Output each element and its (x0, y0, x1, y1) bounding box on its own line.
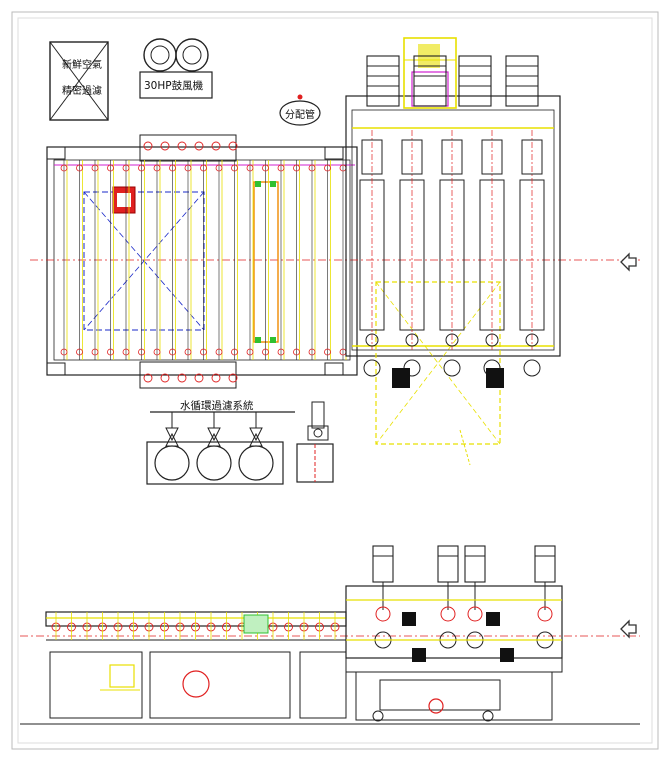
water-system-label: 水循環過濾系統 (180, 400, 254, 412)
plan-view-machine-head (345, 37, 561, 466)
blower-label: 30HP鼓風機 (144, 80, 204, 92)
motor (366, 55, 400, 107)
side-view-conveyor (20, 611, 640, 725)
plan-view-conveyor (30, 134, 640, 389)
distribution-pipe-label: 分配管 (285, 110, 315, 121)
motor (458, 55, 492, 107)
distribution-pipe-symbol (279, 94, 321, 126)
blower-symbol (139, 38, 213, 99)
side-motor (534, 545, 556, 583)
fresh-air-filter-symbol (49, 41, 109, 121)
arrow-left-icon-bottom[interactable] (618, 618, 640, 640)
side-motor (437, 545, 459, 583)
motor (505, 55, 539, 107)
fresh-air-label-line2: 精密過濾 (62, 86, 102, 97)
motor (413, 55, 447, 107)
side-motor (372, 545, 394, 583)
side-motor (464, 545, 486, 583)
fresh-air-label-line1: 新鮮空氣 (62, 60, 102, 71)
arrow-left-icon[interactable] (618, 251, 640, 273)
page-border (11, 11, 659, 750)
side-view-machine-head (345, 545, 563, 722)
water-circulation-system (146, 411, 295, 485)
pump-unit (296, 401, 334, 483)
